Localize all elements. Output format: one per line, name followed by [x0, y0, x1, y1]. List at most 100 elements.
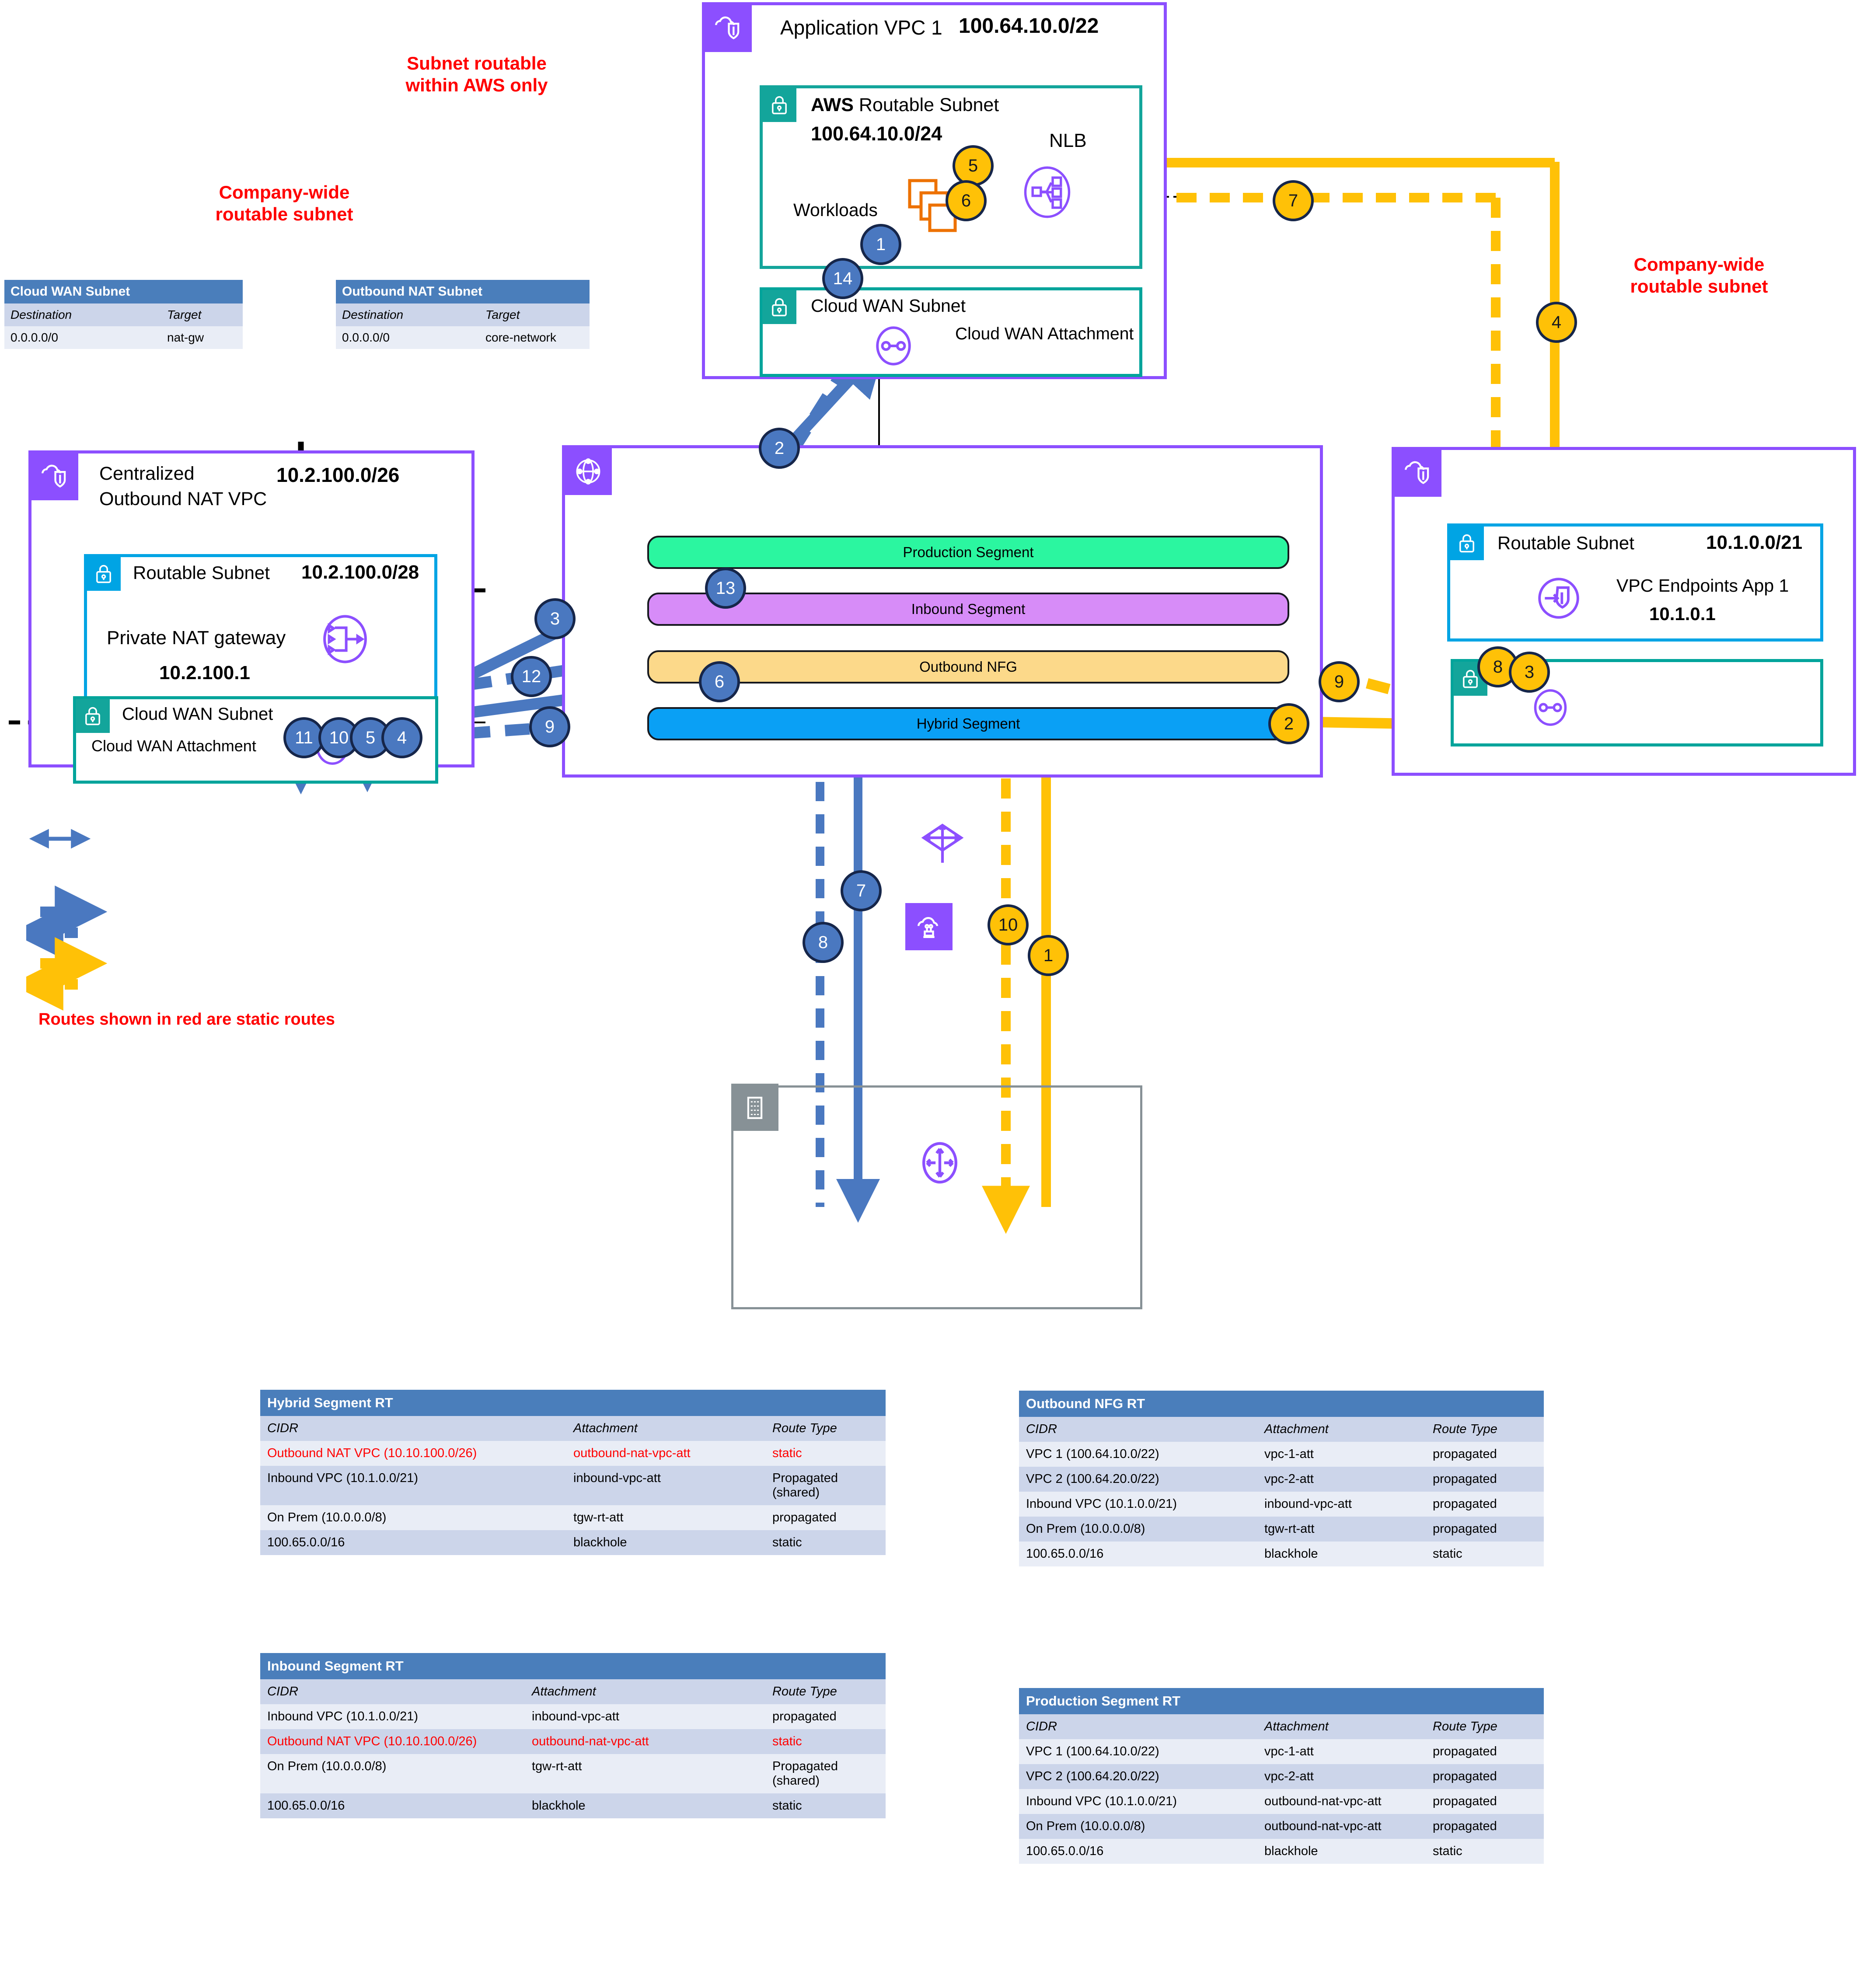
cell-cidr: 100.65.0.0/16: [260, 1793, 525, 1818]
nat-vpc-title-line2: Outbound NAT VPC: [99, 488, 267, 509]
vpc-endpoints-ip: 10.1.0.1: [1649, 603, 1716, 624]
cell-route-type: static: [765, 1793, 886, 1818]
app-cloudwan-attachment-label: Cloud WAN Attachment: [955, 324, 1134, 343]
nat-cloudwan-attachment-label: Cloud WAN Attachment: [91, 737, 256, 755]
private-nat-gateway-ip: 10.2.100.1: [159, 662, 250, 684]
cell-attachment: inbound-vpc-att: [1257, 1492, 1426, 1517]
table-row: 0.0.0.0/0 nat-gw: [4, 326, 243, 349]
segment-label: Production Segment: [903, 544, 1034, 560]
cell-cidr: Inbound VPC (10.1.0.0/21): [260, 1466, 566, 1505]
table-title: Cloud WAN Subnet: [4, 280, 243, 303]
step-badge-blue-11: 11: [283, 717, 325, 758]
step-badge-blue-2: 2: [759, 428, 800, 469]
column-header: Destination: [4, 303, 161, 326]
lock-icon: [87, 557, 121, 591]
cell-attachment: outbound-nat-vpc-att: [1257, 1789, 1426, 1814]
table-title: Outbound NAT Subnet: [336, 280, 590, 303]
column-header: Attachment: [1257, 1714, 1426, 1739]
cell-route-type: propagated: [1426, 1517, 1544, 1542]
cell-attachment: blackhole: [1257, 1839, 1426, 1864]
cell-route-type: propagated: [1426, 1467, 1544, 1492]
step-badge-yellow-1: 1: [1028, 935, 1069, 976]
nlb-icon: [1020, 165, 1075, 220]
column-header: Route Type: [1426, 1714, 1544, 1739]
cell-cidr: 100.65.0.0/16: [1019, 1839, 1257, 1864]
cell-attachment: inbound-vpc-att: [566, 1466, 765, 1505]
nlb-label: NLB: [1049, 130, 1087, 151]
column-header: Route Type: [765, 1679, 886, 1704]
cell-attachment: vpc-1-att: [1257, 1739, 1426, 1764]
inbound-routable-subnet-label: Routable Subnet: [1497, 533, 1634, 553]
cell-attachment: outbound-nat-vpc-att: [525, 1729, 765, 1754]
annotation-company-wide-right: Company-wide routable subnet: [1630, 254, 1768, 297]
cell-attachment: inbound-vpc-att: [525, 1704, 765, 1729]
cell-attachment: tgw-rt-att: [1257, 1517, 1426, 1542]
nat-cloudwan-subnet-label: Cloud WAN Subnet: [122, 705, 273, 724]
vpc-icon: [705, 5, 752, 52]
vpc-icon: [1394, 450, 1441, 497]
nat-routable-subnet-cidr: 10.2.100.0/28: [301, 562, 419, 583]
private-nat-gateway-label: Private NAT gateway: [107, 627, 286, 649]
aws-routable-subnet-cidr: 100.64.10.0/24: [811, 122, 942, 145]
cell-cidr: 100.65.0.0/16: [1019, 1542, 1257, 1566]
app-vpc-cidr: 100.64.10.0/22: [959, 14, 1099, 38]
cell-route-type: static: [1426, 1839, 1544, 1864]
column-header: Route Type: [765, 1416, 886, 1441]
cell-route-type: propagated: [1426, 1739, 1544, 1764]
cell-cidr: On Prem (10.0.0.0/8): [260, 1754, 525, 1793]
segment-inbound: Inbound Segment: [647, 593, 1289, 626]
step-badge-blue-12: 12: [511, 656, 552, 697]
segment-hybrid: Hybrid Segment: [647, 707, 1289, 740]
legend-arrows: [10, 829, 108, 1011]
step-badge-yellow-7: 7: [1273, 180, 1314, 221]
transit-gateway-icon: [916, 1139, 963, 1186]
lock-icon: [762, 88, 796, 122]
cell-destination: 0.0.0.0/0: [336, 326, 479, 349]
step-badge-blue-6: 6: [699, 661, 740, 702]
app-cloudwan-subnet: Cloud WAN Subnet Cloud WAN Attachment: [760, 287, 1142, 377]
step-badge-blue-3: 3: [534, 598, 576, 639]
segment-label: Outbound NFG: [919, 659, 1017, 675]
cell-route-type: propagated: [1426, 1814, 1544, 1839]
cell-cidr: VPC 1 (100.64.10.0/22): [1019, 1442, 1257, 1467]
cell-target: nat-gw: [161, 326, 243, 349]
cell-route-type: propagated: [1426, 1764, 1544, 1789]
table-row: 0.0.0.0/0 core-network: [336, 326, 590, 349]
column-header: CIDR: [260, 1416, 566, 1441]
aws-routable-subnet-label: AWS Routable Subnet: [811, 94, 999, 115]
lock-icon: [762, 290, 796, 324]
inbound-routable-subnet: Routable Subnet 10.1.0.0/21 VPC Endpoint…: [1447, 523, 1823, 642]
cell-cidr: On Prem (10.0.0.0/8): [260, 1505, 566, 1530]
column-header: Attachment: [566, 1416, 765, 1441]
table-row: Inbound VPC (10.1.0.0/21)inbound-vpc-att…: [260, 1704, 886, 1729]
cell-attachment: vpc-1-att: [1257, 1442, 1426, 1467]
direct-connect-icon: [918, 822, 967, 866]
cell-destination: 0.0.0.0/0: [4, 326, 161, 349]
column-header: Target: [161, 303, 243, 326]
cell-attachment: vpc-2-att: [1257, 1467, 1426, 1492]
step-badge-blue-14: 14: [822, 258, 863, 299]
corporate-datacenter-icon: [731, 1084, 778, 1131]
aws-routable-subnet: AWS Routable Subnet 100.64.10.0/24 Workl…: [760, 85, 1142, 269]
cloudwan-attachment-icon: [872, 324, 915, 367]
vpc-endpoint-icon: [1534, 574, 1583, 623]
cell-cidr: Outbound NAT VPC (10.10.100.0/26): [260, 1729, 525, 1754]
legend-static-routes-note: Routes shown in red are static routes: [38, 1010, 335, 1029]
cell-cidr: Outbound NAT VPC (10.10.100.0/26): [260, 1441, 566, 1466]
step-badge-yellow-4: 4: [1536, 302, 1577, 343]
cloud-wan-core-network: Production Segment Inbound Segment Outbo…: [562, 445, 1323, 778]
cell-attachment: outbound-nat-vpc-att: [566, 1441, 765, 1466]
column-header: Attachment: [1257, 1417, 1426, 1442]
app-cloudwan-subnet-label: Cloud WAN Subnet: [811, 296, 966, 316]
cell-route-type: Propagated (shared): [765, 1466, 886, 1505]
